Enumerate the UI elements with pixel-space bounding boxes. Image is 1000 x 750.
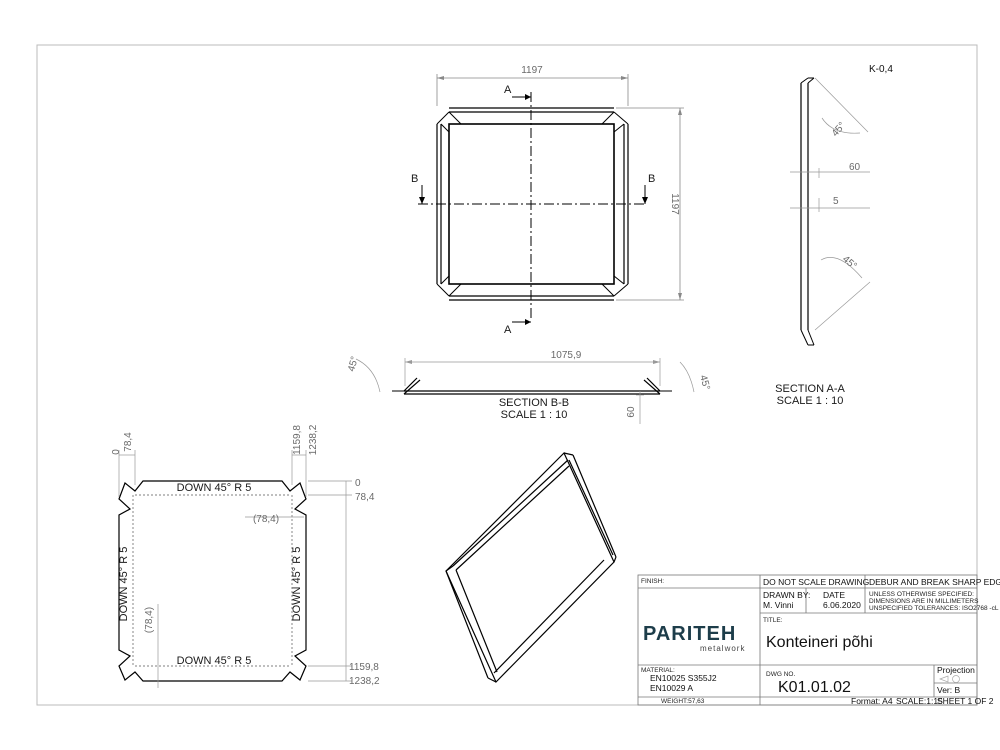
bend-note-left: DOWN 45° R 5: [118, 547, 130, 622]
section-bb-dimensions: [355, 358, 695, 424]
projection-label: Projection: [937, 665, 975, 675]
drawing-title: Konteineri põhi: [766, 634, 873, 651]
format-value: Format: A4: [851, 696, 893, 706]
section-b-left-label: B: [411, 173, 418, 185]
material-line-1: EN10025 S355J2: [650, 673, 717, 683]
top-height-dim: 1197: [669, 193, 680, 215]
section-bb-length-dim: 1075,9: [551, 350, 582, 361]
isometric-view: [445, 451, 617, 684]
sheet-scale-value: SCALE:1:15: [896, 696, 943, 706]
drawn-by-label: DRAWN BY:: [763, 590, 810, 600]
angle-right-dim: 45°: [697, 374, 712, 391]
bend-note-right: DOWN 45° R 5: [291, 547, 303, 622]
section-aa-dimensions: [790, 77, 871, 331]
title-block: [637, 574, 978, 706]
projection-symbol-icon: [939, 675, 960, 683]
flat-x3: 1238,2: [308, 424, 319, 455]
drawing-frame: [36, 44, 978, 706]
section-bb-view: [392, 377, 672, 395]
date-value: 6.06.2020: [823, 600, 861, 610]
drawing-number: K01.01.02: [778, 679, 851, 696]
material-line-2: EN10029 A: [650, 683, 693, 693]
angle-bottom-dim: 45°: [840, 254, 859, 272]
top-view: [418, 92, 648, 325]
company-logo: PARITEH: [643, 623, 736, 645]
flat-x2: 1159,8: [292, 425, 303, 455]
general-note-1: UNLESS OTHERWISE SPECIFIED:: [869, 591, 974, 598]
bend-note-bottom: DOWN 45° R 5: [177, 655, 252, 667]
dim-5: 5: [833, 196, 839, 207]
weight-value: WEIGHT:57,63: [661, 698, 705, 705]
flat-y2: 1159,8: [349, 662, 379, 673]
flat-ref-h: (78,4): [253, 514, 279, 525]
material-label: MATERIAL:: [641, 667, 675, 674]
drawn-by-value: M. Vinni: [763, 600, 794, 610]
flat-y1: 78,4: [355, 492, 375, 503]
flat-pattern: [118, 480, 307, 682]
bend-note-top: DOWN 45° R 5: [177, 482, 252, 494]
general-note-2: DIMENSIONS ARE IN MILLIMETERS: [869, 598, 979, 605]
dwg-no-label: DWG NO.: [766, 671, 795, 678]
flat-y3: 1238,2: [349, 676, 380, 687]
finish-label: FINISH:: [641, 578, 664, 585]
flat-pattern-dimensions: [118, 450, 352, 688]
section-a-bottom-label: A: [504, 324, 512, 336]
do-not-scale-note: DO NOT SCALE DRAWING: [763, 577, 869, 587]
section-bb-scale: SCALE 1 : 10: [501, 409, 568, 421]
section-aa-view: [800, 77, 815, 346]
section-aa-title: SECTION A-A: [775, 383, 845, 395]
date-label: DATE: [823, 590, 845, 600]
section-bb-height-dim: 60: [626, 406, 637, 418]
section-bb-title: SECTION B-B: [499, 397, 569, 409]
debur-note: DEBUR AND BREAK SHARP EDGES: [869, 577, 1000, 587]
thickness-note: K-0,4: [869, 64, 893, 75]
angle-left-dim: 45°: [346, 355, 361, 372]
general-note-3: UNSPECIFIED TOLERANCES: ISO2768 -cL: [869, 605, 999, 612]
flat-x1: 78,4: [123, 432, 134, 452]
section-aa-scale: SCALE 1 : 10: [777, 395, 844, 407]
section-a-top-label: A: [504, 84, 512, 96]
top-width-dim: 1197: [521, 65, 543, 76]
version-value: Ver: B: [937, 685, 960, 695]
flat-pattern-bend-lines: [132, 494, 293, 667]
company-logo-subtitle: metalwork: [700, 644, 745, 653]
flat-x0: 0: [111, 449, 122, 455]
section-b-right-label: B: [648, 173, 655, 185]
angle-top-dim: 45°: [830, 120, 848, 139]
flat-y0: 0: [355, 478, 361, 489]
sheet-count-value: SHEET 1 OF 2: [937, 696, 994, 706]
title-label: TITLE:: [763, 617, 783, 624]
top-view-dimensions: [436, 74, 684, 301]
flat-ref-v: (78,4): [144, 607, 155, 633]
dim-60: 60: [849, 162, 861, 173]
